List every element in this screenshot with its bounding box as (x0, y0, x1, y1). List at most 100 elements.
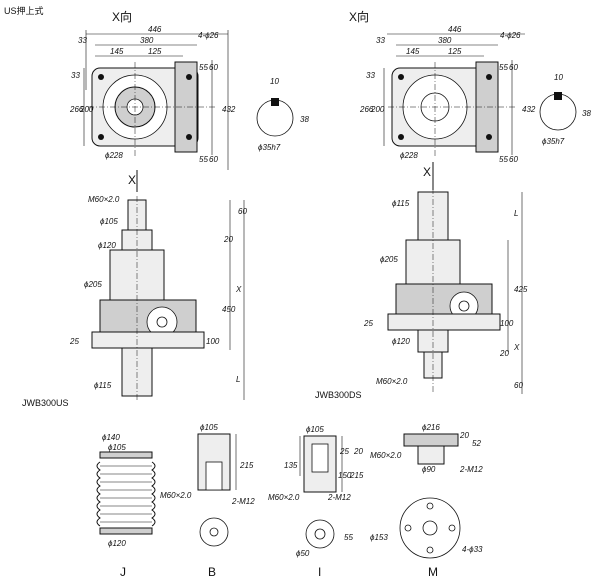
dim-200: 200 (79, 105, 94, 114)
left-side-view: X M60×2.0 ϕ105 ϕ120 ϕ205 ϕ115 60 20 X 45… (22, 170, 247, 408)
dim-60: 60 (514, 381, 523, 390)
dim-100: 100 (500, 319, 514, 328)
right-side-view: X ϕ115 ϕ205 ϕ120 M60×2.0 L 425 25 100 20… (315, 162, 528, 400)
dim-x: X (235, 285, 242, 294)
part-i: ϕ105 135 150 215 25 20 M60×2.0 2-M12 ϕ50… (268, 425, 364, 578)
model-number: JWB300DS (315, 390, 362, 400)
dia-115: ϕ115 (392, 199, 410, 208)
part-label: B (208, 565, 216, 578)
right-key-detail: 10 38 ϕ35h7 (539, 73, 591, 146)
dia-120: ϕ120 (108, 539, 126, 548)
key-width: 10 (554, 73, 563, 82)
drawing-title: US押上式 (4, 5, 44, 16)
dim-52: 52 (472, 439, 481, 448)
model-number: JWB300US (22, 398, 69, 408)
dia-120: ϕ120 (98, 241, 116, 250)
dim-150: 150 (338, 471, 352, 480)
dim-215: 215 (239, 461, 254, 470)
part-label: J (120, 565, 126, 578)
dim-60: 60 (238, 207, 247, 216)
dim-145: 145 (110, 47, 124, 56)
key-depth: 38 (582, 109, 591, 118)
left-top-view: X向 446 380 145 125 33 4-ϕ26 55 60 55 60 … (69, 9, 236, 170)
dim-dia-228: ϕ228 (105, 151, 123, 160)
dim-215: 215 (349, 471, 364, 480)
dim-33-left: 33 (71, 71, 80, 80)
dim-L: L (236, 375, 240, 384)
dim-125: 125 (148, 47, 162, 56)
view-arrow-label: X (423, 165, 431, 179)
dim-266: 266 (359, 105, 374, 114)
dia-140: ϕ140 (102, 433, 120, 442)
dim-446: 446 (148, 25, 162, 34)
shaft-diameter: ϕ35h7 (542, 137, 565, 146)
dia-120: ϕ120 (392, 337, 410, 346)
dim-200: 200 (370, 105, 385, 114)
dia-205: ϕ205 (84, 280, 102, 289)
dim-60-top: 60 (209, 63, 218, 72)
view-label: X向 (112, 9, 132, 24)
dim-55-top: 55 (199, 63, 208, 72)
dim-20: 20 (499, 349, 509, 358)
dim-55-bottom: 55 (499, 155, 508, 164)
dia-50: ϕ50 (296, 549, 310, 558)
screw-spec: 2-M12 (231, 497, 255, 506)
dim-432: 432 (522, 105, 536, 114)
dia-216: ϕ216 (422, 423, 440, 432)
dim-432: 432 (222, 105, 236, 114)
thread-spec: M60×2.0 (370, 451, 402, 460)
dim-135: 135 (284, 461, 298, 470)
dim-holes: 4-ϕ26 (198, 31, 219, 40)
dim-holes: 4-ϕ26 (500, 31, 521, 40)
holes-spec: 4-ϕ33 (462, 545, 483, 554)
thread-spec: M60×2.0 (88, 195, 120, 204)
dim-100: 100 (206, 337, 220, 346)
thread-spec: M60×2.0 (268, 493, 300, 502)
dim-60-top: 60 (509, 63, 518, 72)
dim-20: 20 (459, 431, 469, 440)
dim-380: 380 (438, 36, 452, 45)
dia-105: ϕ105 (100, 217, 118, 226)
dim-20: 20 (223, 235, 233, 244)
dia-205: ϕ205 (380, 255, 398, 264)
dia-115: ϕ115 (94, 381, 112, 390)
dim-425: 425 (514, 285, 528, 294)
dim-145: 145 (406, 47, 420, 56)
left-key-detail: 10 38 ϕ35h7 (256, 77, 309, 152)
dim-60-bottom: 60 (209, 155, 218, 164)
dia-105: ϕ105 (306, 425, 324, 434)
key-depth: 38 (300, 115, 309, 124)
shaft-diameter: ϕ35h7 (258, 143, 281, 152)
part-label: I (318, 565, 321, 578)
dim-125: 125 (448, 47, 462, 56)
dim-266: 266 (69, 105, 84, 114)
dim-380: 380 (140, 36, 154, 45)
dim-33-top: 33 (376, 36, 385, 45)
dia-153: ϕ153 (370, 533, 388, 542)
dim-dia-228: ϕ228 (400, 151, 418, 160)
thread-spec: M60×2.0 (376, 377, 408, 386)
dim-60-bottom: 60 (509, 155, 518, 164)
dim-55-top: 55 (499, 63, 508, 72)
dim-446: 446 (448, 25, 462, 34)
view-arrow-label: X (128, 173, 136, 187)
screw-spec: 2-M12 (459, 465, 483, 474)
thread-spec: M60×2.0 (160, 491, 192, 500)
key-width: 10 (270, 77, 279, 86)
right-top-view: X向 446 380 145 125 33 4-ϕ26 55 60 55 60 … (349, 9, 536, 164)
dim-25: 25 (339, 447, 349, 456)
dim-33-left: 33 (366, 71, 375, 80)
dim-55-bottom: 55 (199, 155, 208, 164)
dim-25: 25 (69, 337, 79, 346)
dim-55: 55 (344, 533, 353, 542)
dia-90: ϕ90 (422, 465, 436, 474)
dim-450: 450 (222, 305, 236, 314)
dia-105: ϕ105 (108, 443, 126, 452)
part-label: M (428, 565, 438, 578)
part-m: ϕ216 20 52 M60×2.0 ϕ90 2-M12 ϕ153 4-ϕ33 … (370, 423, 483, 578)
view-label: X向 (349, 9, 369, 24)
dim-x: X (513, 343, 520, 352)
dim-33-top: 33 (78, 36, 87, 45)
dim-L: L (514, 209, 518, 218)
